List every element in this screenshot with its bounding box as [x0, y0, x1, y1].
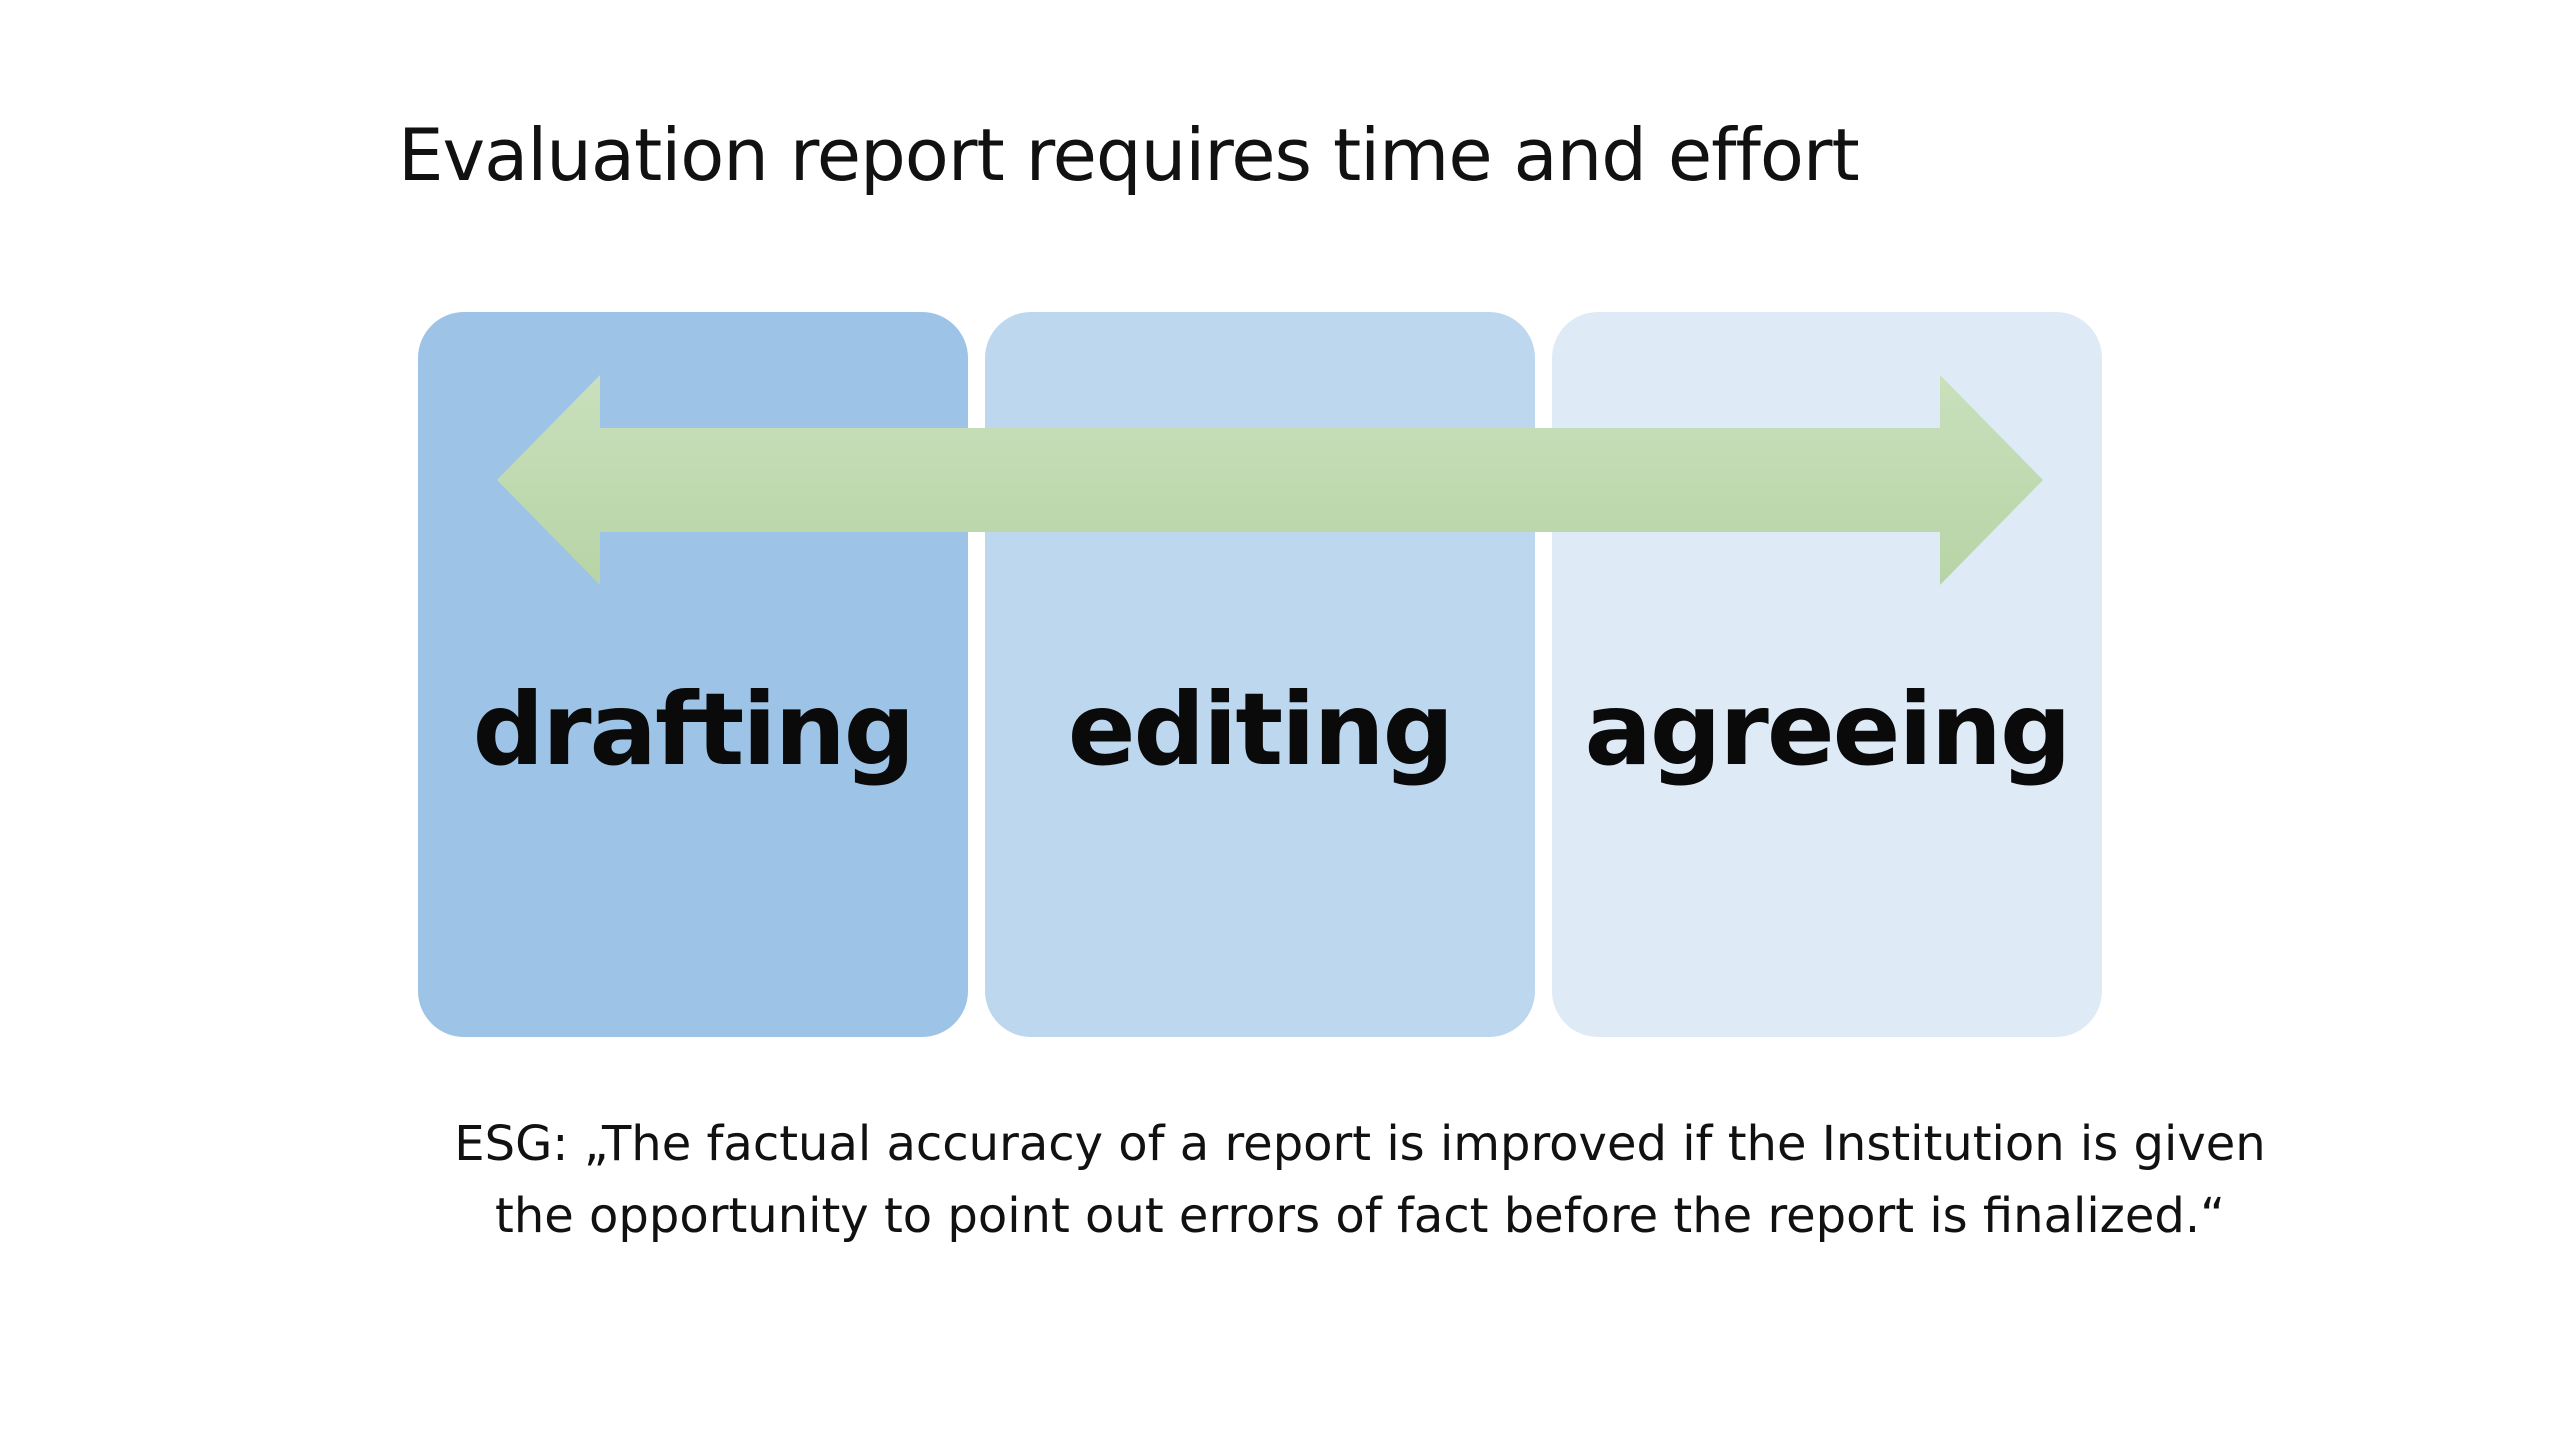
stage-agreeing: agreeing	[1552, 312, 2102, 1037]
quote-line-1: ESG: „The factual accuracy of a report i…	[454, 1116, 2266, 1172]
stage-drafting: drafting	[418, 312, 968, 1037]
stage-editing: editing	[985, 312, 1535, 1037]
esg-quote: ESG: „The factual accuracy of a report i…	[380, 1108, 2340, 1252]
stage-label-agreeing: agreeing	[1584, 671, 2071, 788]
stage-label-editing: editing	[1067, 671, 1455, 788]
quote-line-2: the opportunity to point out errors of f…	[495, 1188, 2225, 1244]
stage-label-drafting: drafting	[472, 671, 916, 788]
slide-title: Evaluation report requires time and effo…	[398, 113, 1860, 197]
